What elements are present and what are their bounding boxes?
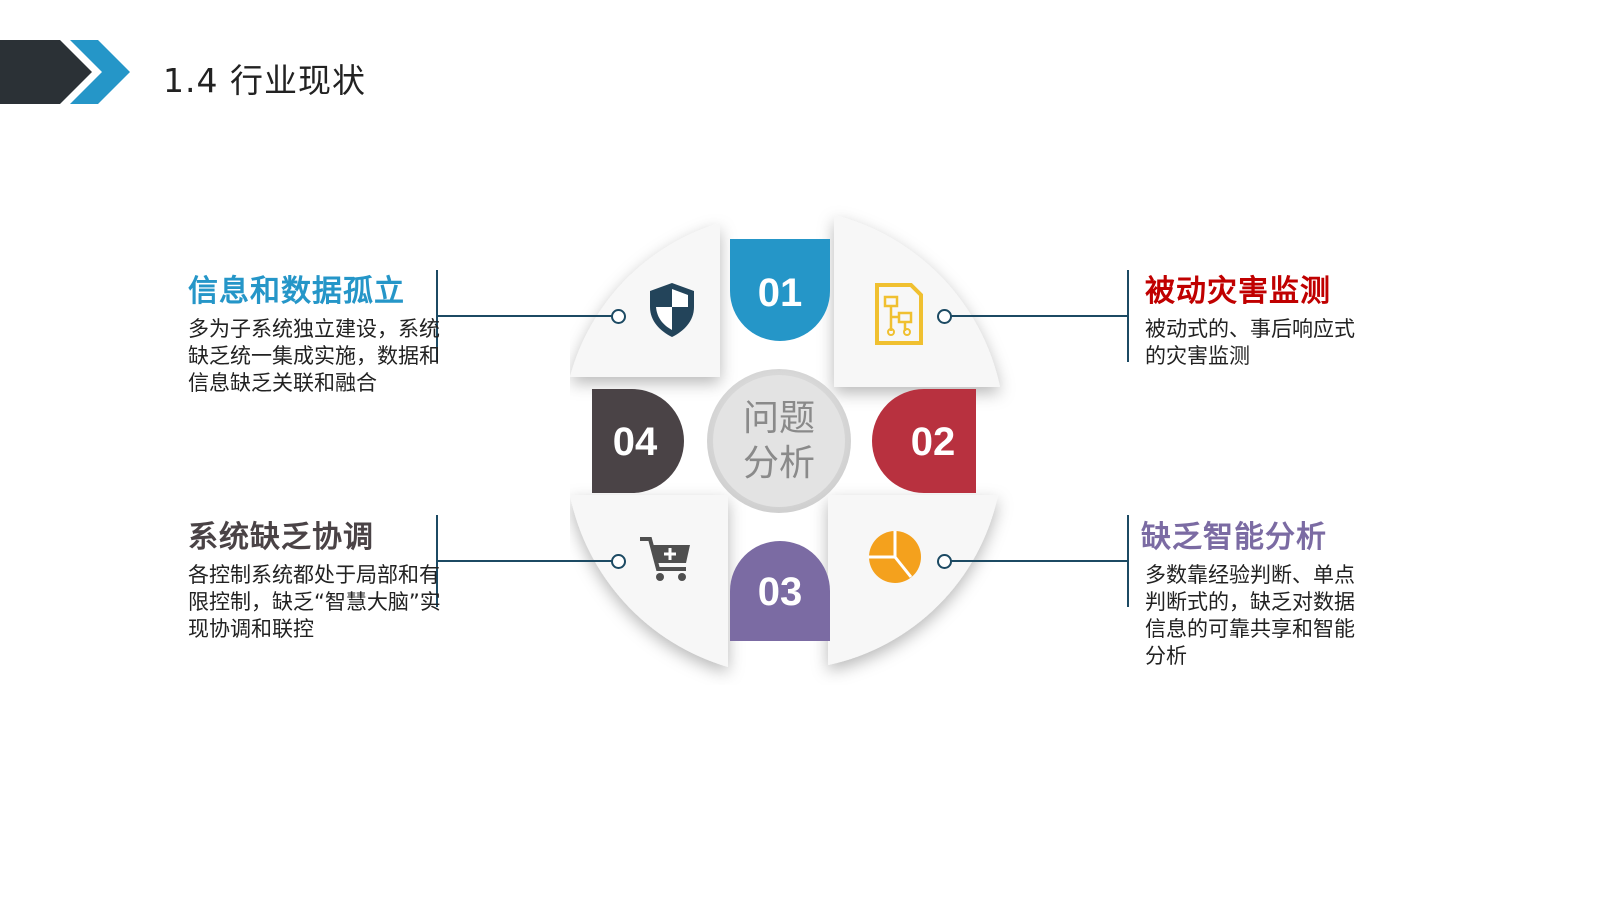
segment-01-number: 01 bbox=[758, 271, 803, 315]
slide-title: 1.4 行业现状 bbox=[163, 61, 366, 100]
item-block-bottom-left: 系统缺乏协调 各控制系统都处于局部和有限控制，缺乏“智慧大脑”实现协调和联控 bbox=[188, 512, 450, 643]
pie-chart-icon bbox=[869, 531, 921, 583]
connector-dot-bottom-right bbox=[937, 554, 952, 569]
item-title-bottom-left: 系统缺乏协调 bbox=[188, 520, 374, 555]
connector-dot-top-left bbox=[611, 309, 626, 324]
segment-04-tab bbox=[592, 389, 684, 493]
connector-vertical-top-right bbox=[1127, 270, 1129, 362]
segment-01-tab bbox=[730, 239, 830, 341]
quadrant-bottom-left bbox=[570, 495, 728, 667]
quadrant-top-right bbox=[834, 215, 1000, 387]
header-dark-bar bbox=[0, 40, 92, 104]
shield-icon bbox=[650, 283, 694, 337]
item-block-top-right: 被动灾害监测 被动式的、事后响应式的灾害监测 bbox=[1145, 266, 1365, 370]
header-chevron-banner bbox=[0, 40, 130, 104]
connector-horizontal-bottom-left bbox=[436, 560, 612, 562]
quadrant-bottom-right bbox=[828, 495, 998, 665]
connector-horizontal-bottom-right bbox=[950, 560, 1127, 562]
item-title-top-left: 信息和数据孤立 bbox=[188, 274, 405, 309]
item-text-bottom-left: 各控制系统都处于局部和有限控制，缺乏“智慧大脑”实现协调和联控 bbox=[188, 563, 441, 641]
item-text-bottom-right: 多数靠经验判断、单点判断式的，缺乏对数据信息的可靠共享和智能分析 bbox=[1145, 563, 1355, 668]
connector-horizontal-top-right bbox=[950, 315, 1127, 317]
segment-04-number: 04 bbox=[613, 420, 658, 464]
quadrant-top-left bbox=[570, 223, 720, 377]
segment-02-tab bbox=[872, 389, 976, 493]
item-text-top-left: 多为子系统独立建设，系统缺乏统一集成实施，数据和信息缺乏关联和融合 bbox=[188, 317, 440, 395]
problem-analysis-diagram: 01 02 03 04 问题 分析 bbox=[570, 215, 1000, 667]
item-title-bottom-right: 缺乏智能分析 bbox=[1141, 520, 1327, 555]
center-circle-inner bbox=[713, 375, 845, 507]
segment-03-number: 03 bbox=[758, 570, 803, 614]
center-label-line1: 问题 bbox=[743, 398, 815, 439]
connector-dot-bottom-left bbox=[611, 554, 626, 569]
item-title-top-right: 被动灾害监测 bbox=[1145, 274, 1331, 309]
connector-vertical-bottom-right bbox=[1127, 515, 1129, 607]
item-block-top-left: 信息和数据孤立 多为子系统独立建设，系统缺乏统一集成实施，数据和信息缺乏关联和融… bbox=[188, 266, 450, 397]
segment-02-number: 02 bbox=[911, 420, 956, 464]
flowchart-document-icon bbox=[875, 283, 923, 345]
item-text-top-right: 被动式的、事后响应式的灾害监测 bbox=[1145, 317, 1355, 368]
segment-03-tab bbox=[730, 541, 830, 641]
connector-dot-top-right bbox=[937, 309, 952, 324]
shopping-cart-icon bbox=[640, 537, 690, 581]
connector-horizontal-top-left bbox=[436, 315, 612, 317]
item-block-bottom-right: 缺乏智能分析 多数靠经验判断、单点判断式的，缺乏对数据信息的可靠共享和智能分析 bbox=[1141, 512, 1361, 670]
header-blue-chevron bbox=[70, 40, 130, 104]
center-label-line2: 分析 bbox=[743, 443, 815, 484]
